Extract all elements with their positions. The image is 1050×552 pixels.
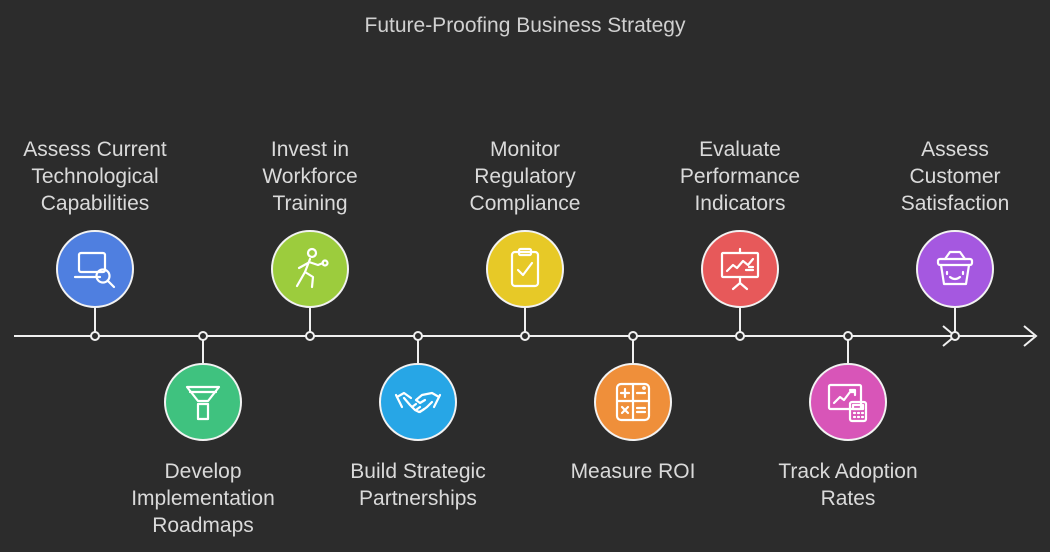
timeline-node (520, 331, 530, 341)
step-label: Build Strategic Partnerships (350, 460, 486, 510)
clipboard-check-icon (500, 244, 550, 294)
chart-calculator-icon (823, 377, 873, 427)
timeline-node (305, 331, 315, 341)
timeline-node (90, 331, 100, 341)
funnel-icon (178, 377, 228, 427)
training-person-icon (285, 244, 335, 294)
step-label: Invest in Workforce Training (262, 138, 358, 215)
step-label: Track Adoption Rates (778, 460, 918, 510)
step-label: Develop Implementation Roadmaps (131, 460, 275, 537)
step-circle (486, 230, 564, 308)
calculator-icon (608, 377, 658, 427)
timeline-node (843, 331, 853, 341)
step-circle (271, 230, 349, 308)
timeline-arrowhead-icon (1023, 325, 1038, 347)
step-circle (916, 230, 994, 308)
timeline-node (735, 331, 745, 341)
step-label: Evaluate Performance Indicators (679, 138, 801, 215)
step-circle (809, 363, 887, 441)
handshake-icon (393, 377, 443, 427)
timeline-node (628, 331, 638, 341)
timeline-node (198, 331, 208, 341)
step-circle (379, 363, 457, 441)
step-label: Measure ROI (570, 460, 696, 483)
step-label: Assess Current Technological Capabilitie… (23, 138, 167, 215)
step-circle (701, 230, 779, 308)
step-circle (594, 363, 672, 441)
timeline-node (950, 331, 960, 341)
step-circle (56, 230, 134, 308)
smiling-basket-icon (930, 244, 980, 294)
presentation-chart-icon (715, 244, 765, 294)
timeline-node (413, 331, 423, 341)
step-label: Monitor Regulatory Compliance (469, 138, 581, 215)
diagram-title: Future-Proofing Business Strategy (364, 14, 686, 37)
step-circle (164, 363, 242, 441)
step-label: Assess Customer Satisfaction (900, 138, 1010, 215)
laptop-search-icon (70, 244, 120, 294)
